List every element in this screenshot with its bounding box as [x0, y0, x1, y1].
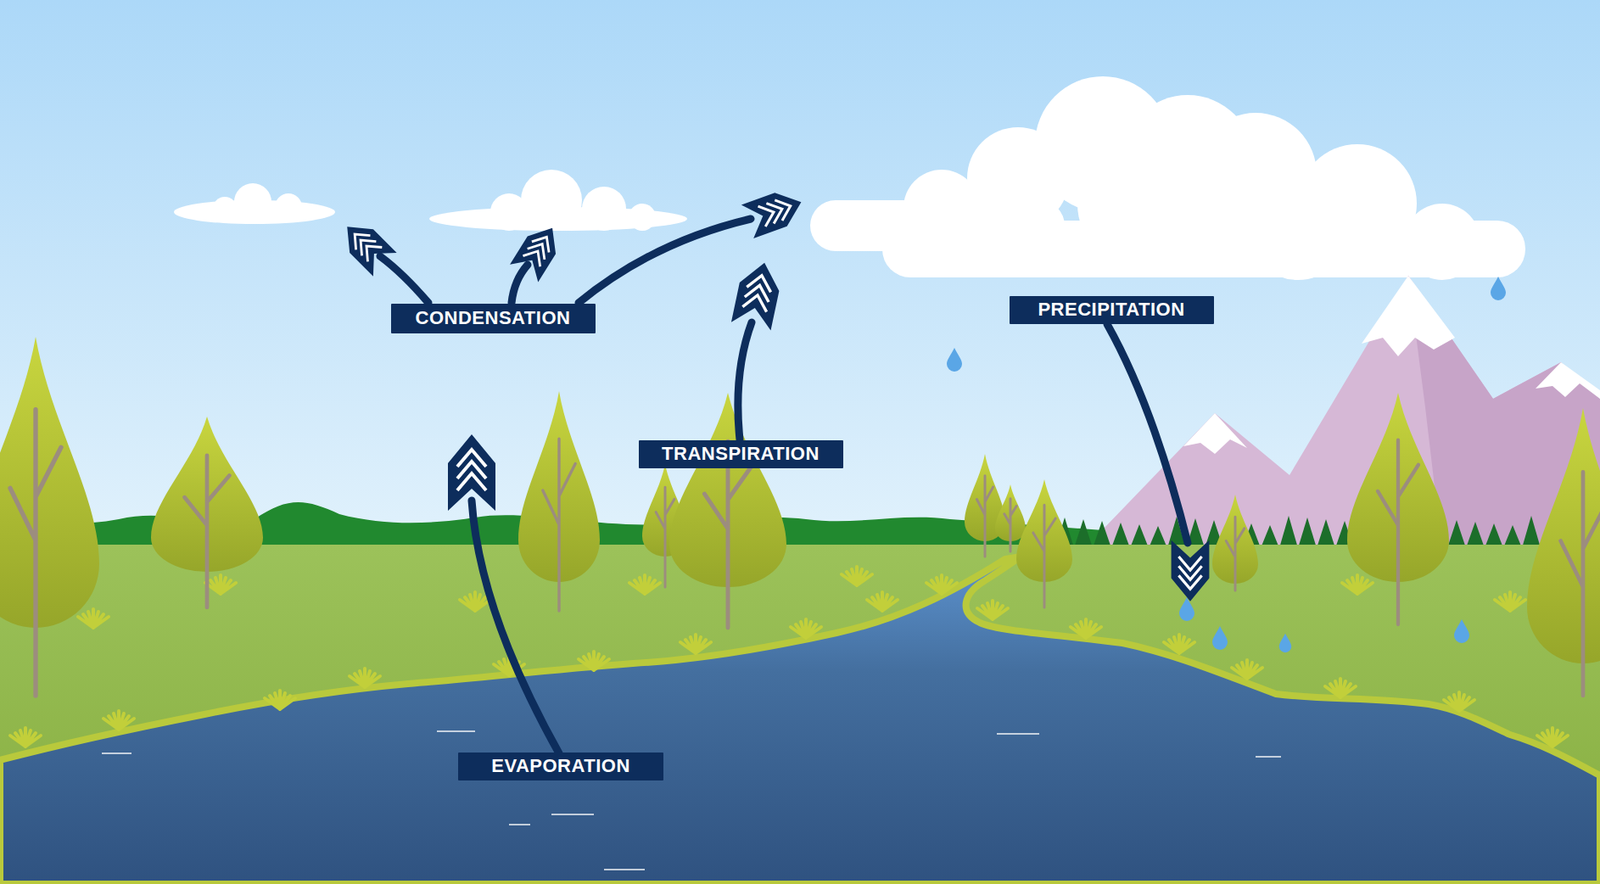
tree: [1016, 479, 1073, 608]
grass-tuft: [867, 592, 898, 611]
raindrops: [946, 276, 1506, 653]
grass-tuft: [1325, 678, 1356, 698]
process-label: PRECIPITATION: [1009, 296, 1214, 325]
grass-tuft: [629, 575, 661, 594]
tree: [1212, 494, 1259, 591]
condensation-arrow-right: [578, 218, 751, 303]
grass-tuft: [10, 727, 41, 747]
grass-tuft: [926, 575, 957, 594]
middle-cloud: [429, 169, 688, 231]
grass-field: [0, 544, 1600, 884]
pine-tree: [1260, 525, 1280, 549]
grass-tuft: [1070, 619, 1102, 638]
pine-row: [1055, 515, 1560, 549]
water-ripples: [101, 731, 1282, 870]
tree: [1347, 392, 1449, 625]
pine-tree: [1297, 517, 1317, 549]
pine-tree: [1130, 524, 1149, 549]
pine-tree: [1521, 515, 1541, 549]
precipitation-arrow: [1107, 324, 1188, 543]
grass-tuft: [205, 575, 236, 594]
tree: [151, 416, 263, 608]
label-text: TRANSPIRATION: [661, 443, 820, 465]
label-text: EVAPORATION: [491, 755, 631, 777]
grass-tuft: [1443, 692, 1475, 711]
pine-tree: [1484, 523, 1504, 549]
tree: [669, 392, 787, 628]
pine-tree: [1503, 525, 1522, 549]
evaporation-arrow: [471, 500, 560, 754]
cycle-arrows: [380, 218, 1188, 754]
pine-tree: [1447, 520, 1466, 549]
process-label: CONDENSATION: [391, 303, 596, 334]
trees: [0, 336, 1600, 696]
condensation-arrow-left: [380, 256, 429, 303]
process-label: EVAPORATION: [458, 752, 664, 781]
river: [0, 556, 1600, 884]
sky: [0, 0, 1600, 560]
tree: [518, 391, 600, 611]
grass-tuft: [578, 651, 610, 671]
condensation-arrow-middle: [511, 264, 528, 303]
grass-tuft: [1537, 727, 1568, 747]
grass-tuft: [841, 566, 873, 586]
tree: [964, 453, 1006, 557]
grass-tuft: [264, 690, 296, 710]
tree: [1527, 408, 1600, 696]
pine-tree: [1279, 515, 1298, 549]
small-cloud: [173, 183, 336, 224]
grass-tuft: [790, 619, 822, 638]
grass-tuft: [1163, 634, 1195, 654]
process-label: TRANSPIRATION: [638, 440, 844, 469]
pine-tree: [1092, 520, 1112, 549]
grass-tuft: [1231, 660, 1263, 679]
grass-tuft: [349, 668, 381, 688]
grass-tuft: [977, 600, 1008, 620]
grass-tuft: [103, 710, 135, 730]
grass-tuft: [78, 609, 109, 628]
pine-tree: [1111, 522, 1131, 549]
pine-tree: [1074, 519, 1093, 549]
grass-tufts: [10, 566, 1568, 747]
grass-tuft: [680, 634, 711, 654]
pine-tree: [1316, 519, 1336, 549]
grass-tuft: [1342, 575, 1373, 594]
pine-tree: [1465, 521, 1485, 549]
transpiration-arrow: [738, 322, 752, 440]
large-cloud: [810, 76, 1526, 280]
tree: [0, 336, 100, 696]
arrow-heads: [335, 184, 1209, 601]
label-text: CONDENSATION: [415, 307, 571, 329]
grass-tuft: [1494, 592, 1526, 611]
label-text: PRECIPITATION: [1037, 299, 1185, 320]
clouds: [173, 76, 1526, 280]
